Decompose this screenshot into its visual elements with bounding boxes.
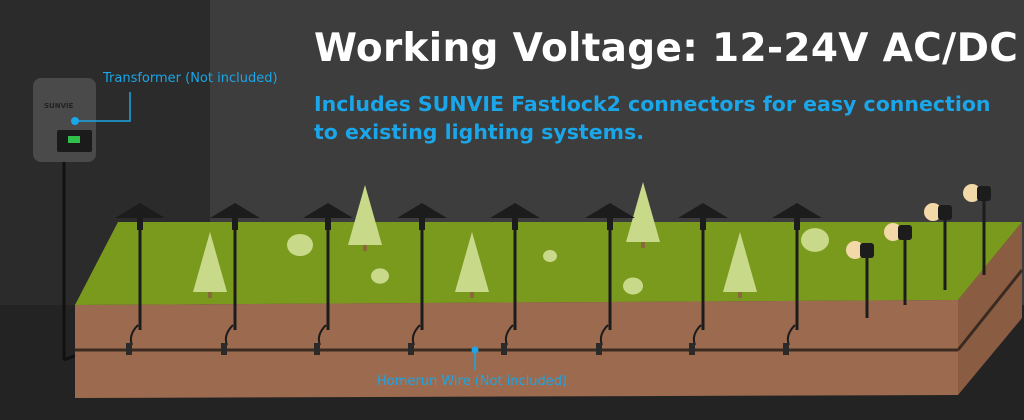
trees: [193, 182, 829, 298]
spot-light: [884, 223, 912, 305]
spot-light: [924, 203, 952, 290]
subheadline: Includes SUNVIE Fastlock2 connectors for…: [314, 92, 991, 144]
tree: [723, 232, 757, 298]
path-light: [490, 203, 540, 355]
path-lights: [115, 203, 822, 355]
path-light: [678, 203, 728, 355]
shrub: [543, 250, 557, 262]
tree: [626, 182, 660, 248]
shrub: [371, 268, 389, 284]
path-light: [772, 203, 822, 355]
path-light: [585, 203, 635, 355]
shrub: [801, 228, 829, 252]
ground-block: [75, 222, 1024, 398]
shrub: [623, 277, 643, 295]
tree: [348, 185, 382, 251]
svg-text:SUNVIE: SUNVIE: [44, 102, 74, 110]
tree: [193, 232, 227, 298]
shrub: [287, 233, 313, 257]
spot-lights: [846, 184, 991, 318]
spot-light: [846, 241, 874, 318]
transformer-callout: Transformer (Not included): [103, 71, 278, 86]
path-light: [115, 203, 165, 355]
transformer-device: SUNVIE: [33, 78, 131, 362]
homerun-wire-callout: Homerun Wire (Not included): [377, 374, 568, 389]
headline: Working Voltage: 12-24V AC/DC: [314, 26, 1019, 71]
path-light: [397, 203, 447, 355]
tree: [455, 232, 489, 298]
path-light: [210, 203, 260, 355]
path-light: [303, 203, 353, 355]
spot-light: [963, 184, 991, 275]
